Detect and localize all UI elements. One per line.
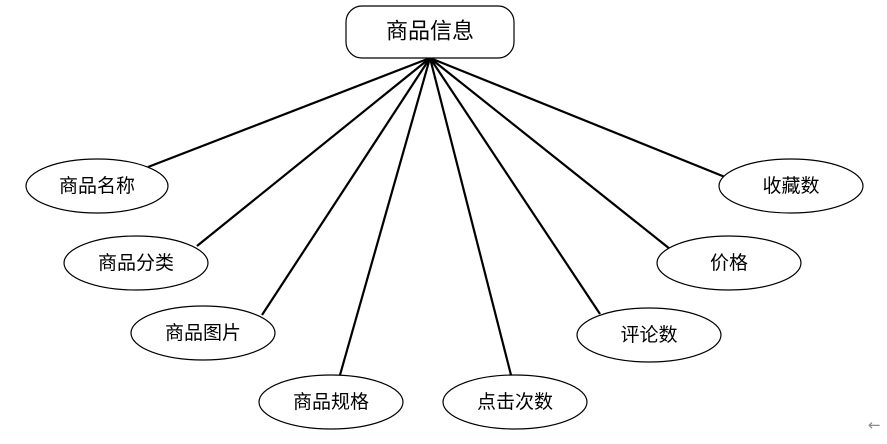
attribute-category-ellipse [63,235,209,291]
attribute-spec-ellipse [258,374,404,430]
attribute-reviews-label: 评论数 [620,324,677,346]
edge-root-category [196,57,431,247]
attribute-name-label: 商品名称 [59,175,135,197]
edge-root-price [429,57,671,250]
attribute-image: 商品图片 [130,305,276,361]
edge-root-name [147,56,431,169]
edge-root-clicks [428,57,513,376]
attribute-price: 价格 [656,235,802,291]
attribute-reviews: 评论数 [576,307,722,363]
edge-root-spec [338,57,432,376]
diagram-edges [147,56,726,376]
edge-root-image [261,57,431,316]
entity-root-label: 商品信息 [386,20,474,45]
entity-root: 商品信息 [345,5,515,59]
attribute-name: 商品名称 [25,158,169,214]
attribute-image-ellipse [130,305,276,361]
attribute-spec: 商品规格 [258,374,404,430]
attribute-image-label: 商品图片 [165,322,241,344]
edge-root-favorites [429,56,726,179]
attribute-price-label: 价格 [710,252,748,274]
attribute-category-label: 商品分类 [98,252,174,274]
attribute-price-ellipse [656,235,802,291]
attribute-favorites-ellipse [718,158,864,214]
attribute-name-ellipse [25,158,169,214]
attribute-category: 商品分类 [63,235,209,291]
edge-root-reviews [429,57,601,315]
entity-root-box [345,5,515,59]
attribute-spec-label: 商品规格 [293,391,369,413]
attribute-clicks: 点击次数 [442,374,588,430]
back-arrow-icon[interactable]: ← [868,416,881,434]
attribute-clicks-label: 点击次数 [477,391,553,413]
attribute-reviews-ellipse [576,307,722,363]
attribute-favorites-label: 收藏数 [762,175,819,197]
attribute-clicks-ellipse [442,374,588,430]
attribute-favorites: 收藏数 [718,158,864,214]
